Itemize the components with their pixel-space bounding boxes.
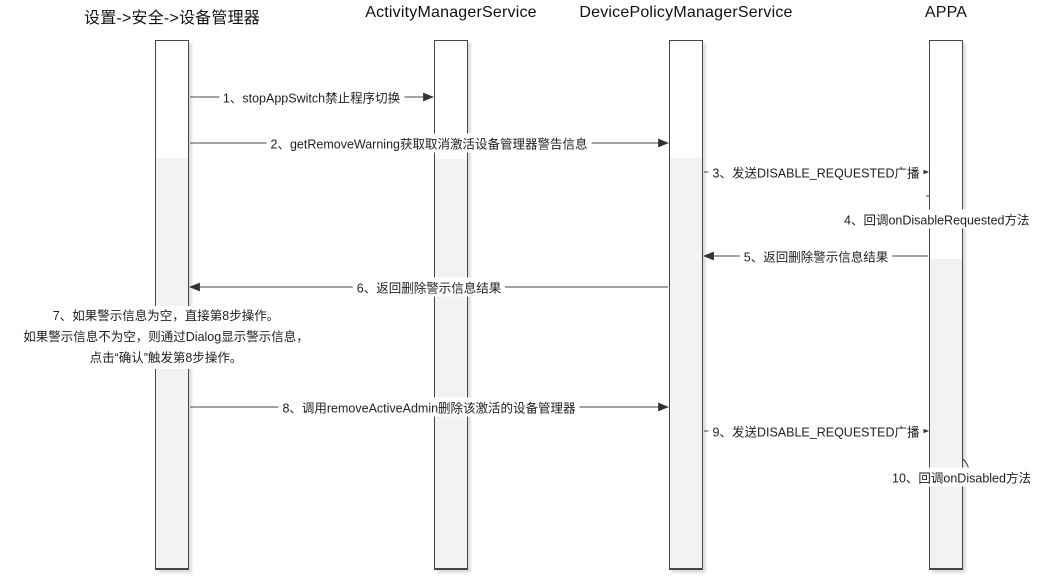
lifeline-bar (669, 40, 703, 570)
message-label: 10、回调onDisabled方法 (890, 467, 1033, 487)
participant-header: APPA (924, 4, 968, 21)
participant-header: ActivityManagerService (365, 4, 537, 21)
message-label: 9、发送DISABLE_REQUESTED广播 (708, 421, 924, 441)
note-text-line: 如果警示信息不为空，则通过Dialog显示警示信息， (23, 330, 309, 344)
note-text-line: 7、如果警示信息为空，直接第8步操作。 (52, 309, 280, 323)
message-label: 1、stopAppSwitch禁止程序切换 (218, 87, 405, 107)
lifeline-bar (434, 40, 468, 570)
lifeline-bar (929, 40, 963, 570)
lifeline-activation-shade (930, 259, 962, 568)
message-label: 3、发送DISABLE_REQUESTED广播 (708, 162, 924, 182)
lifeline-activation-shade (435, 159, 467, 568)
lifeline-activation-shade (670, 158, 702, 568)
message-label: 6、返回删除警示信息结果 (352, 277, 506, 297)
message-label: 4、回调onDisableRequested方法 (842, 209, 1032, 229)
message-label: 5、返回删除警示信息结果 (739, 246, 893, 266)
message-label: 2、getRemoveWarning获取取消激活设备管理器警告信息 (266, 133, 592, 153)
message-label: 8、调用removeActiveAdmin删除该激活的设备管理器 (278, 397, 580, 417)
condition-note: 7、如果警示信息为空，直接第8步操作。如果警示信息不为空，则通过Dialog显示… (0, 306, 332, 369)
note-text-line: 点击“确认”触发第8步操作。 (89, 351, 243, 365)
participant-header: DevicePolicyManagerService (579, 4, 793, 21)
participant-header: 设置->安全->设备管理器 (84, 10, 260, 27)
lifeline-bar (155, 40, 189, 570)
